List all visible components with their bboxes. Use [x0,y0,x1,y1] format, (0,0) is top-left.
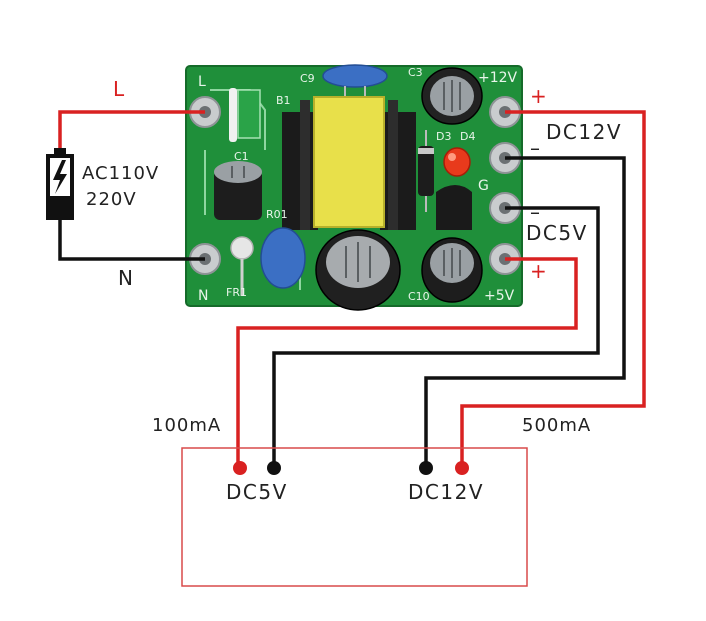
silk-label-l: L [198,74,206,90]
capacitor-c3 [421,67,483,125]
label-12v-plus: + [530,84,548,108]
label-5v-plus: + [530,259,548,283]
label-dc12v-output: DC12V [546,120,622,144]
silk-label-d3: D3 [436,130,451,143]
silk-label-g: G [478,178,489,194]
silk-label-d4: D4 [460,130,475,143]
wire-neutral [58,220,205,261]
silk-label-12v: +12V [478,70,518,86]
silk-label-fr1: FR1 [226,286,247,299]
wire-12v-plus [460,110,646,468]
capacitor-output [421,237,483,303]
load-terminal-5v-minus [267,461,281,475]
label-load-dc12v: DC12V [408,480,484,504]
silk-label-c10: C10 [408,290,430,303]
label-ac-voltage: AC110V [82,163,159,184]
label-5v-minus: – [530,200,542,224]
silk-label-5v: +5V [484,288,515,304]
pcb-module: L N +12V +5V G C9 C3 C1 B1 D3 D4 FR1 R01… [185,64,523,311]
label-dc5v-output: DC5V [526,221,588,245]
label-current-5v: 100mA [152,415,221,436]
pcb-resistor-white [229,88,237,142]
wire-5v-minus [272,206,600,468]
silk-label-c1: C1 [234,150,249,163]
silk-label-n: N [198,288,208,304]
battery-lightning-icon [46,148,74,220]
capacitor-main [315,229,401,311]
label-current-12v: 500mA [522,415,591,436]
label-load-dc5v: DC5V [226,480,288,504]
label-neutral: N [118,266,134,290]
label-live: L [113,77,126,101]
pcb-pad-area [237,89,261,139]
wire-5v-plus [236,257,578,468]
silk-label-b1: B1 [276,94,291,107]
capacitor-c1 [214,161,262,220]
silk-label-c3: C3 [408,66,423,79]
regulator [436,185,472,230]
fuse-fr1 [230,236,254,296]
silk-label-c9: C9 [300,72,315,85]
led-indicator [443,147,471,177]
diode [418,130,434,212]
load-box: DC5V DC12V [181,447,528,587]
load-outline [181,447,528,587]
wire-live [58,110,205,152]
load-terminal-12v-minus [419,461,433,475]
label-12v-minus: – [530,136,542,160]
wire-12v-minus [424,156,626,468]
load-terminal-12v-plus [455,461,469,475]
silk-label-r01: R01 [266,208,288,221]
capacitor-c9 [322,64,388,88]
ac-source: L N AC110V 220V [46,77,205,290]
transformer-b1 [282,96,416,230]
load-terminal-5v-plus [233,461,247,475]
capacitor-y [260,227,306,289]
label-ac-voltage-alt: 220V [86,189,137,210]
